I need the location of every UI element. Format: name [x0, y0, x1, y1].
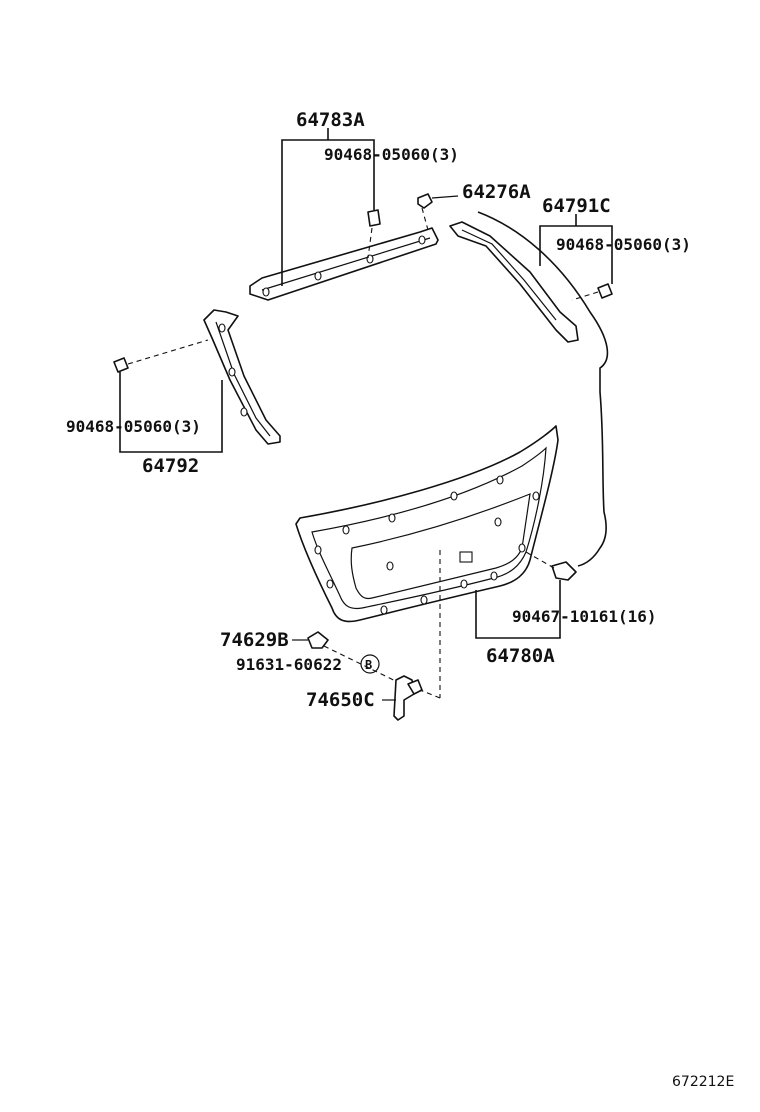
- label-74650C: 74650C: [306, 689, 375, 711]
- back-door-outline: [477, 211, 609, 567]
- leader-64792: [119, 372, 223, 453]
- label-64791C: 64791C: [542, 195, 611, 217]
- label-90467: 90467-10161(16): [512, 607, 657, 626]
- diagram-id: 672212E: [672, 1074, 734, 1090]
- pull-handle-74650C: [382, 675, 423, 721]
- leader-64791C: [539, 214, 613, 284]
- garnish-64792: [203, 309, 281, 445]
- garnish-64791C: [449, 221, 579, 343]
- leader-64780A: [475, 580, 561, 639]
- label-90468-right: 90468-05060(3): [556, 235, 691, 254]
- part-64276A: [417, 193, 459, 231]
- circle-b-text: B: [365, 658, 372, 672]
- label-64276A: 64276A: [462, 181, 531, 203]
- label-74629B: 74629B: [220, 629, 289, 651]
- label-64792: 64792: [142, 455, 199, 477]
- label-90468-left: 90468-05060(3): [66, 417, 201, 436]
- label-90468-top: 90468-05060(3): [324, 145, 459, 164]
- clip-90468-top: [367, 209, 381, 259]
- clip-90468-left: [113, 339, 209, 373]
- label-64783A: 64783A: [296, 109, 365, 131]
- clip-90468-right: [571, 283, 613, 301]
- circle-b-marker: B: [360, 654, 380, 674]
- part-74629B: [292, 631, 329, 649]
- clip-90467: [525, 551, 577, 581]
- trim-board-64780A: [295, 425, 559, 623]
- label-91631: 91631-60622: [236, 655, 342, 674]
- garnish-64783A: [249, 227, 439, 301]
- dashed-center-line: [419, 550, 441, 699]
- leader-64783A: [281, 128, 375, 286]
- label-64780A: 64780A: [486, 645, 555, 667]
